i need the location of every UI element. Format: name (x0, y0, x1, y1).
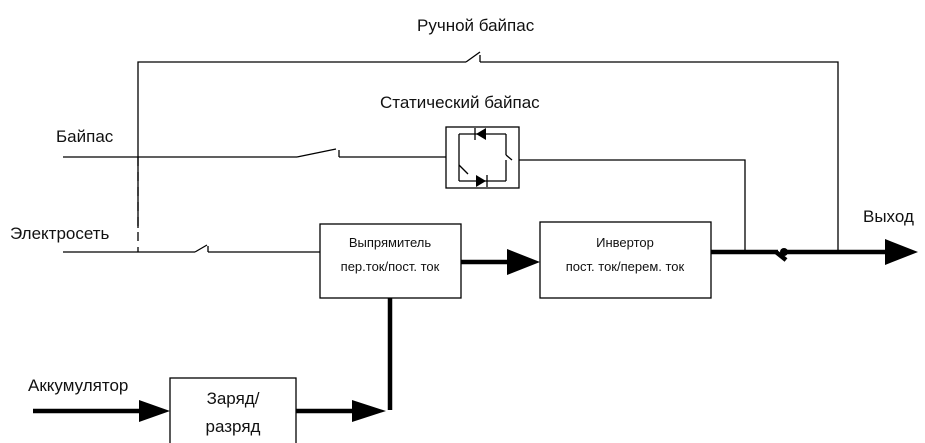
output-arrowhead-icon (885, 239, 918, 265)
mains-switch-icon[interactable] (194, 244, 209, 253)
bypass-input-label: Байпас (56, 127, 114, 146)
arrowhead-icon (507, 249, 540, 275)
static-bypass-switch (445, 126, 520, 189)
inverter-label-line2: пост. ток/перем. ток (566, 259, 685, 274)
output-bus (711, 239, 918, 265)
rectifier-label-line2: пер.ток/пост. ток (341, 259, 440, 274)
rectifier-label-line1: Выпрямитель (349, 235, 432, 250)
bypass-switch-icon[interactable] (296, 148, 340, 158)
inverter-block: Инвертор пост. ток/перем. ток (539, 221, 712, 299)
dc-bus-arrow (461, 249, 540, 275)
manual-bypass-switch-icon[interactable] (465, 51, 481, 63)
battery-input-label: Аккумулятор (28, 376, 128, 395)
mains-line (63, 157, 320, 253)
manual-bypass-label: Ручной байпас (417, 16, 535, 35)
rectifier-block: Выпрямитель пер.ток/пост. ток (319, 223, 462, 299)
mains-input-label: Электросеть (10, 224, 110, 243)
static-bypass-label: Статический байпас (380, 93, 540, 112)
arrowhead-icon (352, 400, 386, 422)
inverter-label-line1: Инвертор (596, 235, 654, 250)
battery-line (33, 400, 170, 422)
charger-block: Заряд/ разряд (169, 377, 297, 443)
battery-arrowhead-icon (139, 400, 170, 422)
charger-label-line2: разряд (206, 417, 261, 436)
output-label: Выход (863, 207, 914, 226)
bypass-line (63, 148, 746, 252)
thyristor-icon (458, 128, 513, 187)
charger-to-bus-arrow (296, 400, 386, 422)
charger-label-line1: Заряд/ (207, 389, 260, 408)
